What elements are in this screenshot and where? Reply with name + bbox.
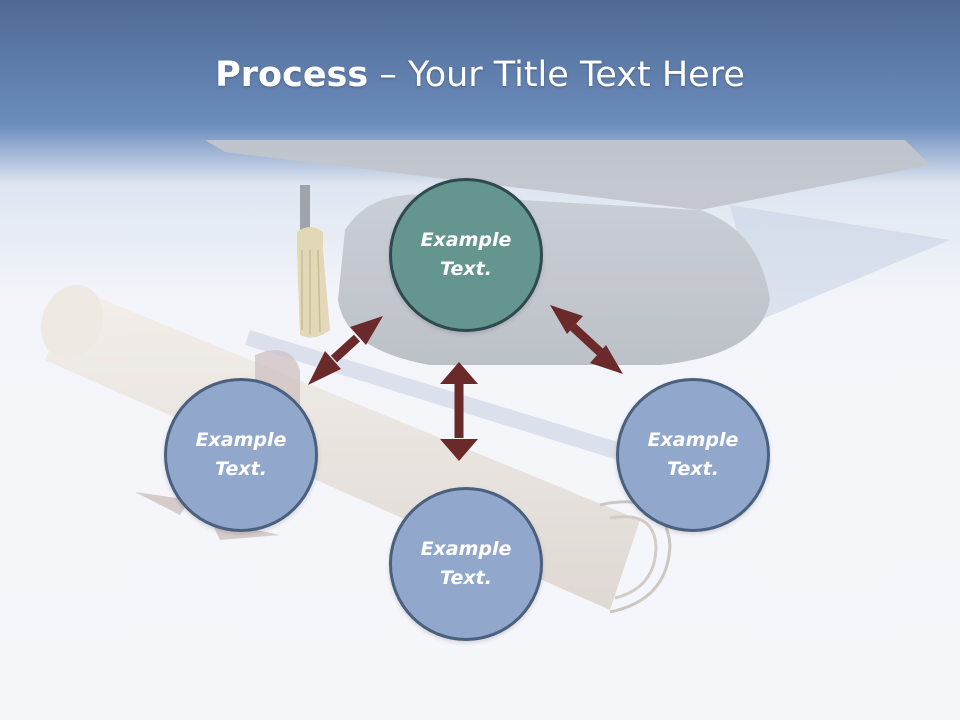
arrow-center-left — [308, 316, 383, 385]
process-node-left[interactable]: Example Text. — [164, 378, 318, 532]
process-node-left-label: Example Text. — [195, 429, 287, 480]
process-node-center[interactable]: Example Text. — [389, 178, 543, 332]
title-rest: – Your Title Text Here — [368, 55, 745, 95]
title-strong: Process — [215, 55, 369, 95]
slide-title: Process – Your Title Text Here — [0, 50, 960, 100]
process-node-bottom[interactable]: Example Text. — [389, 487, 543, 641]
process-node-right[interactable]: Example Text. — [616, 378, 770, 532]
process-node-right-label: Example Text. — [647, 429, 739, 480]
process-node-center-label: Example Text. — [420, 229, 512, 280]
arrow-center-right — [550, 305, 623, 374]
process-node-bottom-label: Example Text. — [420, 538, 512, 589]
arrow-center-bottom — [440, 362, 478, 461]
